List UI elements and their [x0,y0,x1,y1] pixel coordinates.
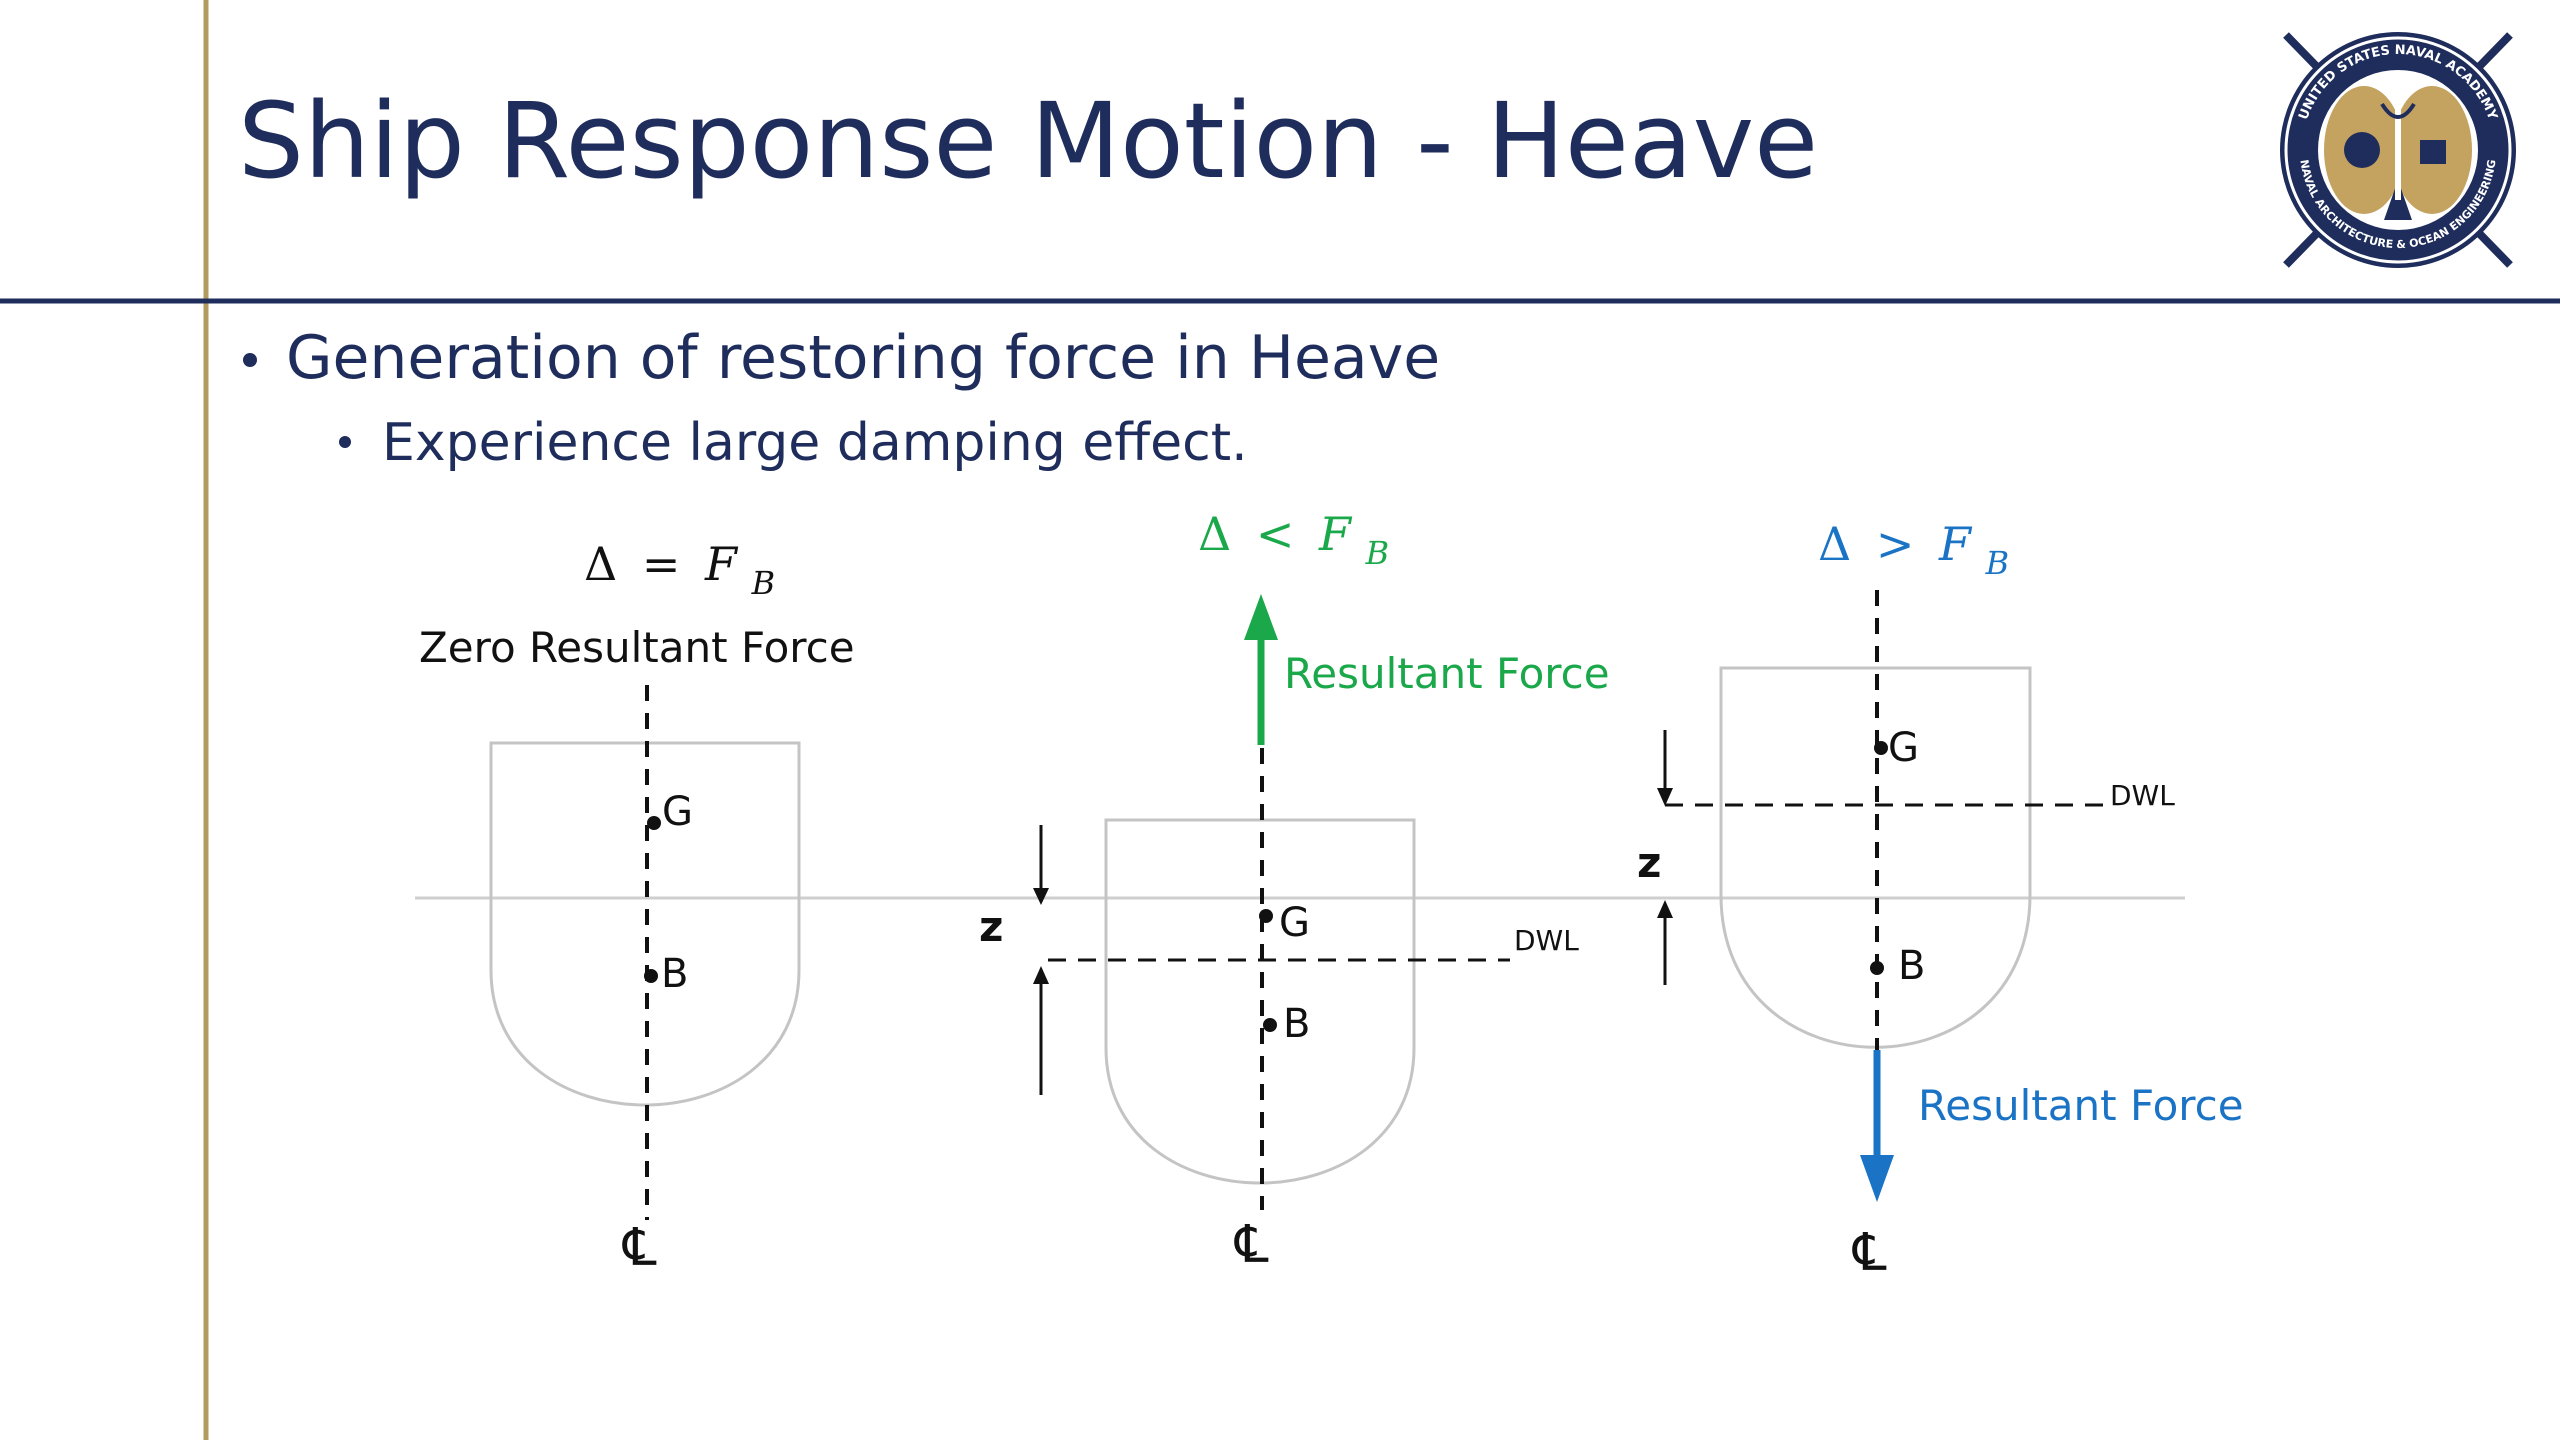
middle-g-point [1259,909,1273,923]
left-b-label: B [661,951,688,997]
bullet-level1: Generation of restoring force in Heave [286,323,1440,393]
middle-z-arrow-bottom-head [1033,966,1049,984]
middle-b-point [1263,1018,1277,1032]
diagram-middle: Δ < F B Resultant Force DWL z G B ℄ [979,507,1610,1275]
middle-b-label: B [1283,1001,1310,1047]
right-g-label: G [1888,725,1919,771]
middle-z-arrow-top-head [1033,888,1049,905]
middle-g-label: G [1279,900,1310,946]
usna-logo: UNITED STATES NAVAL ACADEMY NAVAL ARCHIT… [2280,32,2516,268]
left-hull [489,741,801,1107]
middle-hull [1104,818,1416,1185]
right-z-arrow-bottom-head [1657,900,1673,918]
left-g-label: G [662,789,693,835]
bullet-level2: Experience large damping effect. [382,413,1248,473]
right-b-label: B [1898,943,1925,989]
right-z-arrow-top-head [1657,788,1673,806]
left-relation: Δ = F B [584,537,775,602]
middle-centerline-symbol: ℄ [1233,1215,1269,1275]
middle-force-label: Resultant Force [1284,649,1610,698]
left-g-point [647,816,661,830]
bullet-dot-1 [243,353,257,367]
left-zero-force-label: Zero Resultant Force [419,623,855,672]
right-dwl-label: DWL [2110,779,2175,812]
bullet-dot-2 [339,436,351,448]
middle-relation: Δ < F B [1198,507,1389,572]
right-force-label: Resultant Force [1918,1081,2244,1130]
right-z-label: z [1637,838,1661,887]
left-centerline-symbol: ℄ [621,1218,657,1278]
middle-z-label: z [979,902,1003,951]
middle-force-arrow-head [1244,594,1278,640]
diagram-right: Δ > F B DWL z G B Resultant Force ℄ [1637,517,2244,1283]
right-hull [1719,666,2032,1049]
right-b-point [1870,961,1884,975]
diagram-left: Δ = F B Zero Resultant Force G B ℄ [419,537,855,1278]
middle-dwl-label: DWL [1514,924,1579,957]
left-b-point [644,969,658,983]
right-g-point [1874,741,1888,755]
right-centerline-symbol: ℄ [1851,1223,1887,1283]
right-relation: Δ > F B [1818,517,2009,582]
page-title: Ship Response Motion - Heave [238,80,1818,202]
right-force-arrow-head [1860,1155,1894,1202]
